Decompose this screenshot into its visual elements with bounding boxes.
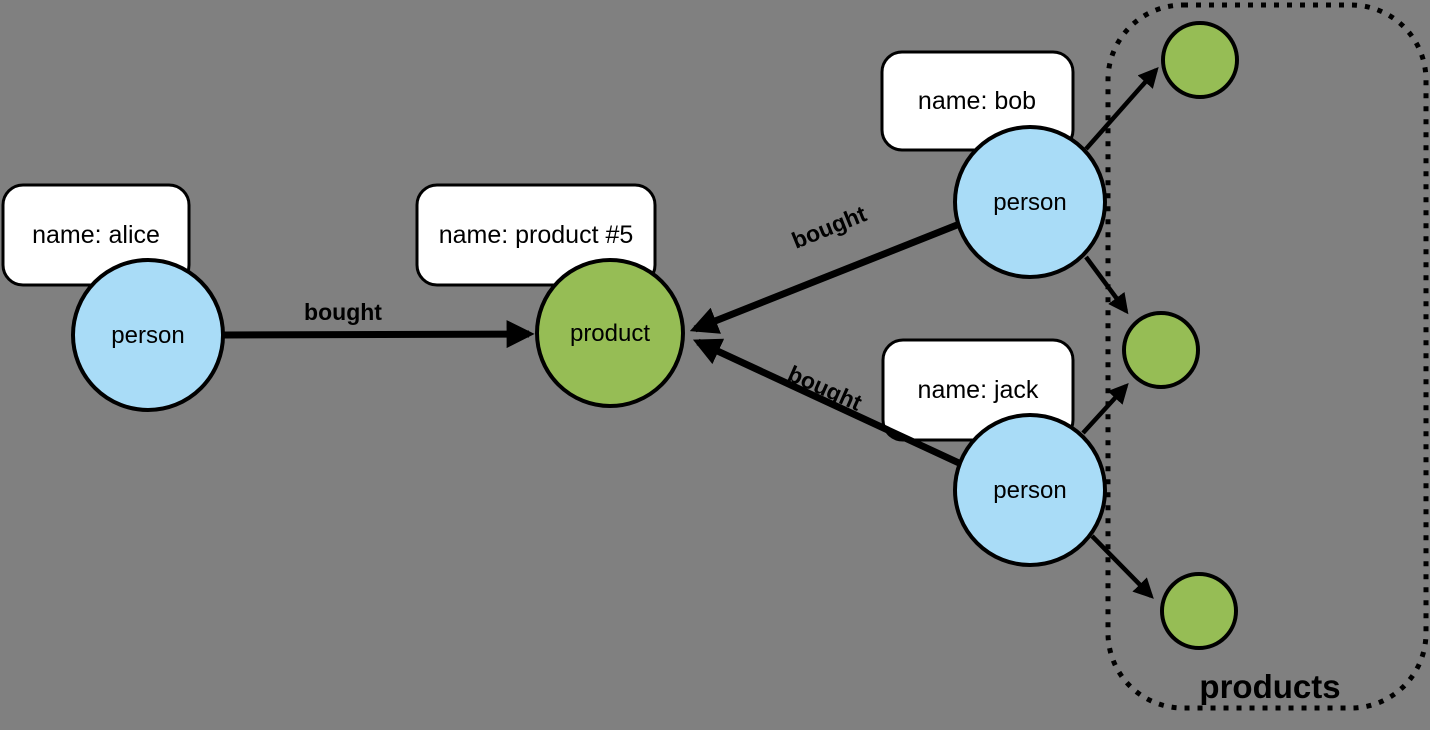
alice-node-label: person: [111, 322, 184, 349]
product-node-label: product: [570, 320, 650, 347]
edge-bob-product-2: [1084, 255, 1129, 315]
jack-property-label: name: jack: [918, 376, 1039, 404]
edge-bob-product-1: [1084, 66, 1159, 151]
products-group-label: products: [1199, 668, 1340, 705]
edge-label-alice-bought: bought: [304, 299, 382, 325]
edge-jack-product-3: [1090, 534, 1154, 599]
edge-jack-bought-product: [692, 338, 961, 467]
product-node: [535, 258, 685, 408]
bob-person-node: [953, 125, 1107, 279]
jack-node-label: person: [993, 477, 1066, 504]
product-item-node-2: [1122, 311, 1200, 389]
product-property-label: name: product #5: [439, 221, 634, 249]
edge-alice-bought-product: [223, 320, 535, 349]
bob-property-label: name: bob: [918, 87, 1036, 115]
alice-property-label: name: alice: [32, 221, 160, 249]
product-item-node-3: [1160, 572, 1238, 650]
alice-person-node: [71, 258, 225, 412]
products-group-box: [1105, 2, 1429, 711]
edge-bob-bought-product: [689, 221, 959, 334]
jack-person-node: [953, 413, 1107, 567]
edge-jack-product-2: [1081, 383, 1129, 435]
bob-node-label: person: [993, 189, 1066, 216]
product-item-node-1: [1161, 21, 1239, 99]
